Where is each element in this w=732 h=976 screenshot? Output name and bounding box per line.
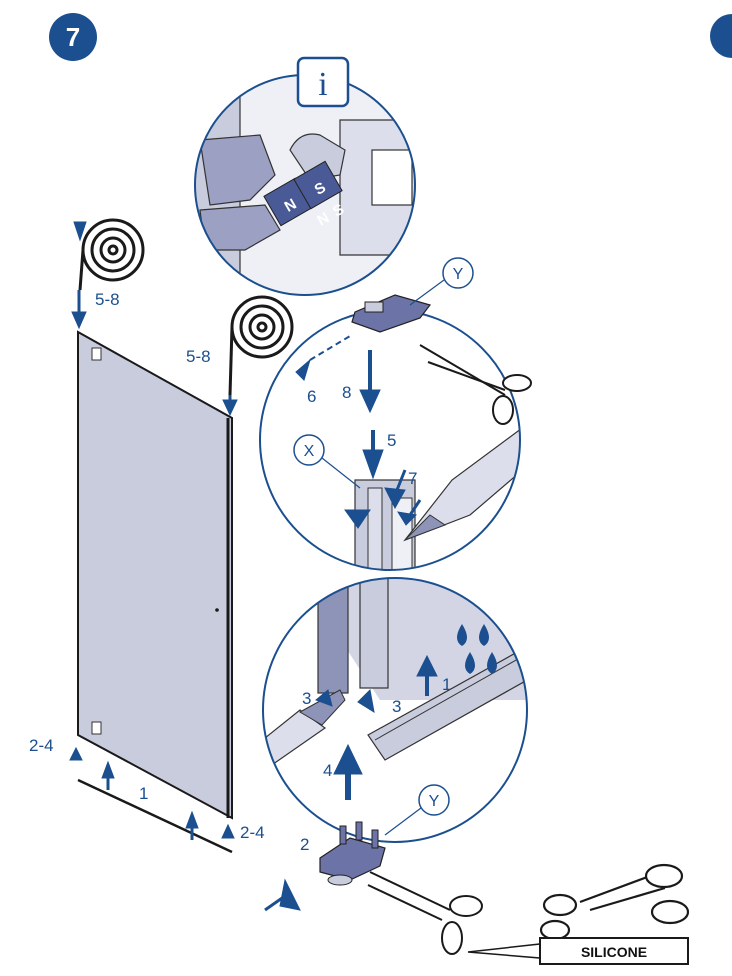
info-icon: i [298, 58, 348, 106]
glass-panel [78, 332, 232, 852]
step-number: 7 [66, 22, 80, 52]
label-2-4-right: 2-4 [240, 823, 265, 842]
label-step-5: 5 [387, 431, 396, 450]
callout-y-top: Y [410, 258, 473, 305]
next-step-badge-partial [710, 14, 732, 58]
magnet-detail-circle: N S N S i [190, 58, 420, 300]
label-roll-right: 5-8 [186, 347, 211, 366]
label-step-4: 4 [323, 761, 332, 780]
callout-letter-y-top: Y [453, 266, 464, 283]
callout-letter-x: X [304, 443, 315, 460]
label-2-4-left: 2-4 [29, 736, 54, 755]
scissors-bottom-icon [368, 872, 482, 954]
label-step-7: 7 [408, 469, 417, 488]
label-step-6: 6 [307, 387, 316, 406]
step-badge: 7 [49, 13, 97, 61]
callout-letter-y-bottom: Y [429, 793, 440, 810]
label-step-1-circle: 1 [442, 675, 451, 694]
info-glyph: i [318, 66, 327, 103]
label-step-3-left: 3 [302, 689, 311, 708]
label-step-8: 8 [342, 383, 351, 402]
bottom-left-arrow [265, 880, 300, 910]
silicone-tube-icon: SILICONE [468, 938, 688, 964]
silicone-label: SILICONE [581, 944, 647, 960]
label-panel-1: 1 [139, 784, 148, 803]
scissors-standalone-icon [541, 865, 688, 939]
seal-roll-left-icon [80, 220, 143, 290]
label-step-2: 2 [300, 835, 309, 854]
label-roll-left: 5-8 [95, 290, 120, 309]
label-step-3-right: 3 [392, 697, 401, 716]
profile-bottom-detail-circle [200, 578, 545, 842]
